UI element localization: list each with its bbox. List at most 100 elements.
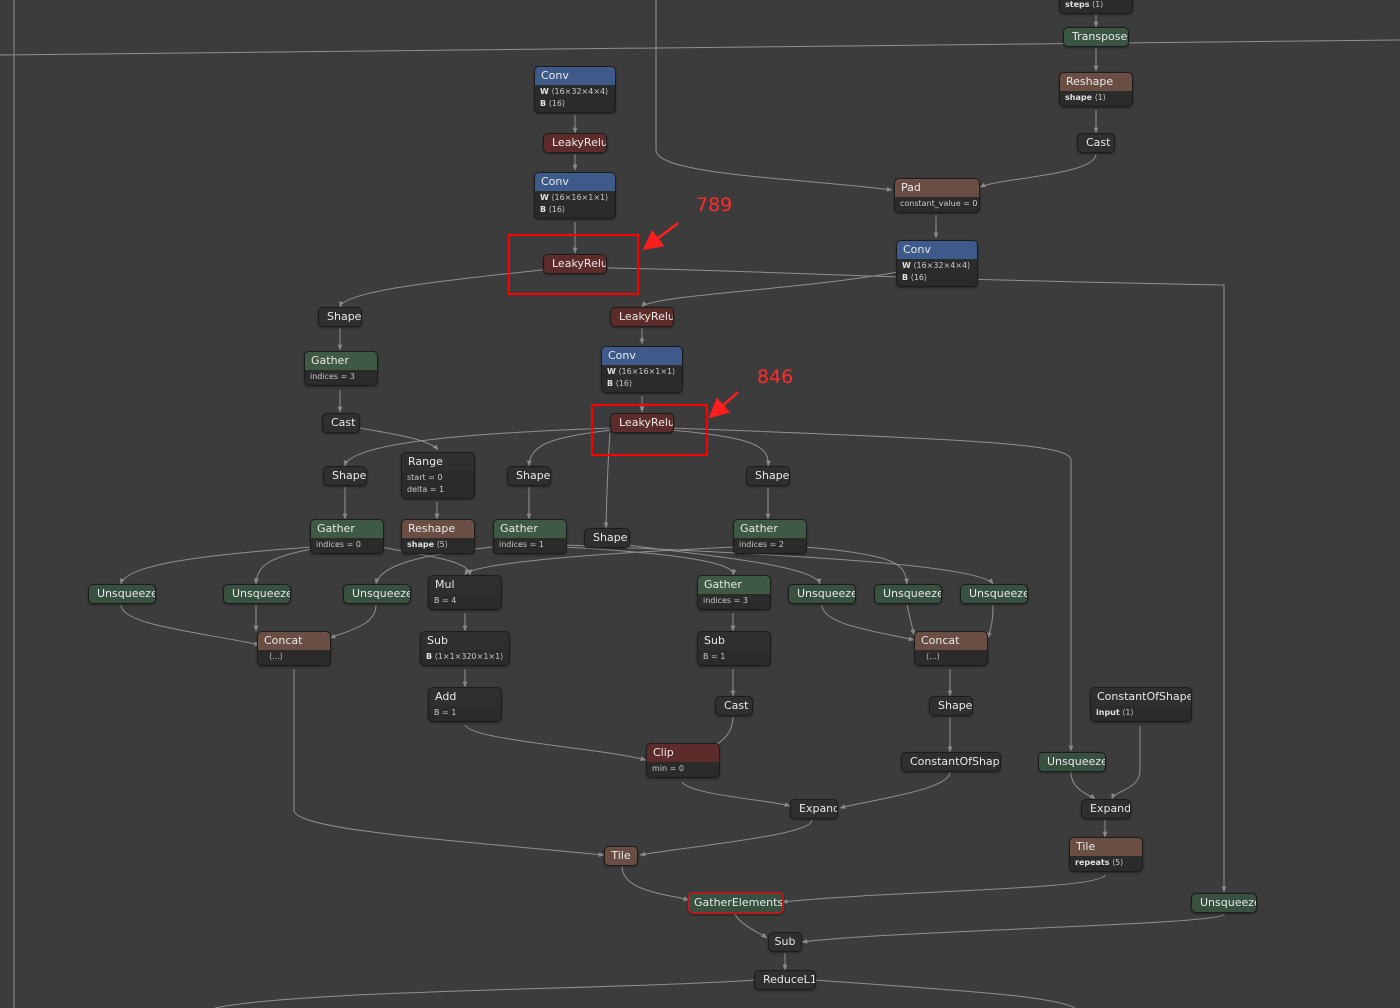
node-title: Shape (585, 529, 629, 547)
annotation-arrow-846 (708, 391, 739, 419)
sub-node-2[interactable]: Sub B = 1 (697, 631, 771, 666)
reducel1-node[interactable]: ReduceL1 (754, 970, 816, 990)
node-attr: ⟨...⟩ (926, 652, 940, 661)
unsqueeze-node-8[interactable]: Unsqueeze (1191, 893, 1257, 913)
node-attr: indices = 3 (703, 596, 748, 605)
node-attr: W ⟨16×32×4×4⟩ (902, 261, 971, 270)
node-title: Gather (494, 520, 566, 538)
node-attr: indices = 1 (499, 540, 544, 549)
tile-node-1[interactable]: Tile (604, 846, 638, 866)
expand-node-2[interactable]: Expand (1081, 799, 1131, 819)
constantofshape-node-1[interactable]: ConstantOfShape input ⟨1⟩ (1090, 687, 1192, 722)
node-title: Shape (324, 467, 366, 485)
node-title: Unsqueeze (789, 585, 855, 603)
node-title: Gather (311, 520, 383, 538)
node-title: Clip (647, 744, 719, 762)
gather-node-1[interactable]: Gather indices = 3 (304, 351, 378, 386)
tile-node-2[interactable]: Tile repeats ⟨5⟩ (1069, 837, 1143, 872)
expand-node-1[interactable]: Expand (790, 799, 838, 819)
node-attr: ⟨...⟩ (269, 652, 283, 661)
unsqueeze-node-5[interactable]: Unsqueeze (874, 584, 942, 604)
constantofshape-node-2[interactable]: ConstantOfShape (901, 752, 1001, 772)
node-title: Gather (698, 576, 770, 594)
node-attr: B ⟨16⟩ (540, 99, 566, 108)
node-title: Unsqueeze (961, 585, 1027, 603)
transpose-node[interactable]: Transpose (1063, 27, 1129, 47)
node-title: Cast (323, 414, 359, 432)
concat-node-2[interactable]: Concat ⟨...⟩ (914, 631, 988, 666)
reshape-node-2[interactable]: Reshape shape ⟨5⟩ (401, 519, 475, 554)
steps-node[interactable]: steps ⟨1⟩ (1059, 0, 1133, 14)
node-title: Sub (769, 933, 801, 951)
node-attr: constant_value = 0 (900, 199, 978, 208)
sub-node-3[interactable]: Sub (768, 932, 802, 952)
node-attr: B = 1 (703, 652, 726, 661)
cast-node-2[interactable]: Cast (715, 696, 753, 716)
node-title: Conv (602, 347, 682, 365)
gather-node-3[interactable]: Gather indices = 1 (493, 519, 567, 554)
shape-node-3[interactable]: Shape (507, 466, 551, 486)
node-title: Unsqueeze (1039, 753, 1105, 771)
node-attr: B = 4 (434, 596, 457, 605)
node-title: Conv (897, 241, 977, 259)
node-title: Shape (930, 697, 972, 715)
unsqueeze-node-7[interactable]: Unsqueeze (1038, 752, 1106, 772)
cast-node-1[interactable]: Cast (322, 413, 360, 433)
highlight-box-846 (591, 404, 708, 456)
leakyrelu-node-4[interactable]: LeakyRelu (610, 413, 674, 433)
sub-node-1[interactable]: Sub B ⟨1×1×320×1×1⟩ (420, 631, 510, 666)
clip-node[interactable]: Clip min = 0 (646, 743, 720, 778)
node-attr: min = 0 (652, 764, 684, 773)
unsqueeze-node-4[interactable]: Unsqueeze (788, 584, 856, 604)
pad-node[interactable]: Pad constant_value = 0 (894, 178, 980, 213)
node-attr: start = 0 (407, 473, 443, 482)
gather-node-4[interactable]: Gather indices = 2 (733, 519, 807, 554)
node-attr: shape ⟨1⟩ (1065, 93, 1106, 102)
gatherelements-node[interactable]: GatherElements (688, 892, 784, 914)
node-title: Expand (791, 800, 837, 818)
gather-node-5[interactable]: Gather indices = 3 (697, 575, 771, 610)
range-node[interactable]: Range start = 0 delta = 1 (401, 452, 475, 499)
cast-node-top[interactable]: Cast (1077, 133, 1115, 153)
node-title: Shape (319, 308, 361, 326)
leakyrelu-node-3[interactable]: LeakyRelu (610, 307, 674, 327)
node-title: Sub (421, 632, 509, 650)
reshape-node-top[interactable]: Reshape shape ⟨1⟩ (1059, 72, 1133, 107)
node-title: GatherElements (690, 894, 782, 912)
node-title: LeakyRelu (544, 255, 606, 273)
conv-node-3[interactable]: Conv W ⟨16×32×4×4⟩ B ⟨16⟩ (896, 240, 978, 287)
node-title: Unsqueeze (89, 585, 155, 603)
mul-node[interactable]: Mul B = 4 (428, 575, 502, 610)
leakyrelu-node-1[interactable]: LeakyRelu (543, 133, 607, 153)
add-node[interactable]: Add B = 1 (428, 687, 502, 722)
unsqueeze-node-2[interactable]: Unsqueeze (223, 584, 291, 604)
node-title: Cast (1078, 134, 1114, 152)
shape-node-4[interactable]: Shape (746, 466, 790, 486)
shape-node-2[interactable]: Shape (323, 466, 367, 486)
conv-node-2[interactable]: Conv W ⟨16×16×1×1⟩ B ⟨16⟩ (534, 172, 616, 219)
gather-node-2[interactable]: Gather indices = 0 (310, 519, 384, 554)
conv-node-1[interactable]: Conv W ⟨16×32×4×4⟩ B ⟨16⟩ (534, 66, 616, 113)
node-title: LeakyRelu (611, 414, 673, 432)
concat-node-1[interactable]: Concat ⟨...⟩ (257, 631, 331, 666)
shape-node-5[interactable]: Shape (584, 528, 630, 548)
unsqueeze-node-6[interactable]: Unsqueeze (960, 584, 1028, 604)
node-title: Transpose (1064, 28, 1128, 46)
shape-node-6[interactable]: Shape (929, 696, 973, 716)
node-title: Gather (734, 520, 806, 538)
node-title: Conv (535, 173, 615, 191)
shape-node-1[interactable]: Shape (318, 307, 362, 327)
unsqueeze-node-1[interactable]: Unsqueeze (88, 584, 156, 604)
node-title: Sub (698, 632, 770, 650)
node-title: Reshape (402, 520, 474, 538)
annotation-arrow-789 (642, 222, 679, 251)
conv-node-4[interactable]: Conv W ⟨16×16×1×1⟩ B ⟨16⟩ (601, 346, 683, 393)
node-title: Pad (895, 179, 979, 197)
unsqueeze-node-3[interactable]: Unsqueeze (343, 584, 411, 604)
leakyrelu-node-2[interactable]: LeakyRelu (543, 254, 607, 274)
node-attr: input ⟨1⟩ (1096, 708, 1134, 717)
node-title: Mul (429, 576, 501, 594)
node-title: ConstantOfShape (1091, 688, 1191, 706)
node-title: Cast (716, 697, 752, 715)
